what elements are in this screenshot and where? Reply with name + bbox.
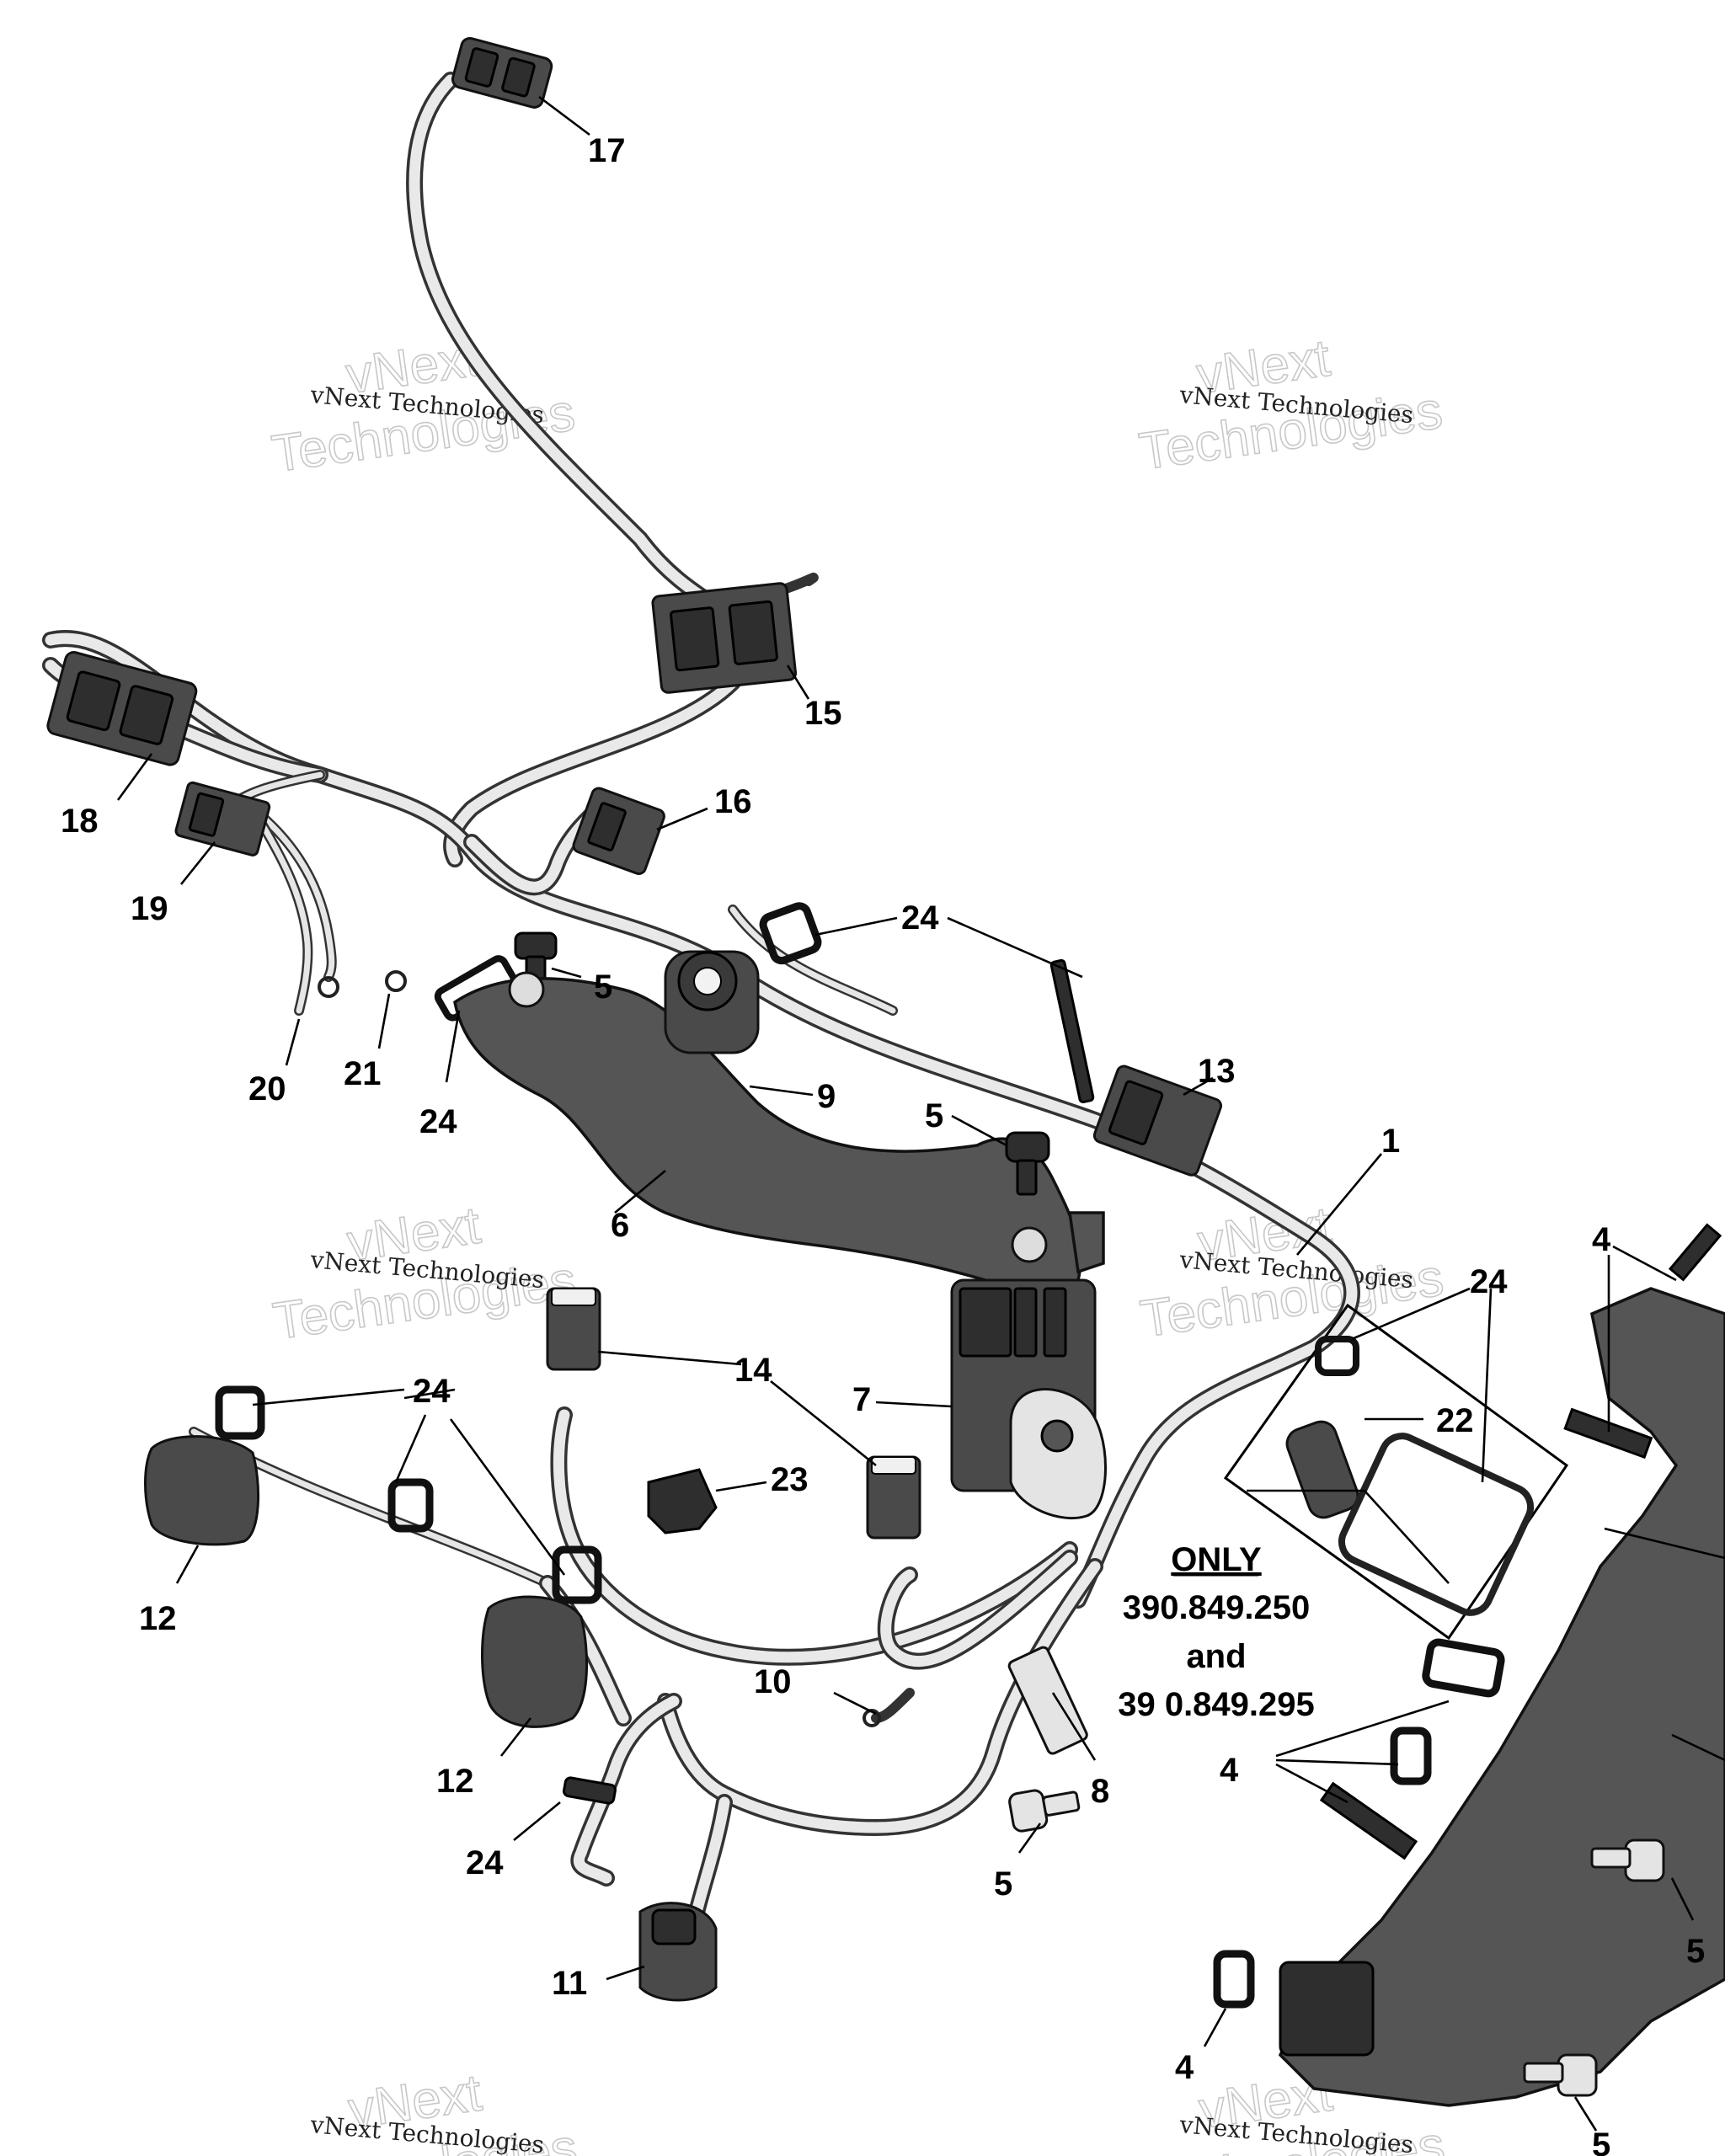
callout-19: 19 (131, 890, 168, 927)
callout-5: 5 (1686, 1933, 1705, 1970)
ecm-connector-7 (950, 1278, 1107, 1520)
callout-21: 21 (344, 1055, 382, 1092)
bolt-5 (1008, 1789, 1081, 1833)
clip-4 (1213, 1950, 1255, 2009)
callout-1: 1 (1381, 1123, 1400, 1160)
callout-24: 24 (1470, 1263, 1508, 1300)
bracket-hole (508, 971, 545, 1008)
connector-16 (572, 787, 665, 875)
callout-24: 24 (901, 899, 939, 937)
splice-8 (1007, 1646, 1088, 1755)
callout-4: 4 (1175, 2049, 1194, 2086)
callout-6: 6 (611, 1207, 629, 1244)
connector-13 (1092, 1065, 1223, 1177)
callout-14: 14 (734, 1352, 772, 1389)
bracket-tab (1067, 1211, 1105, 1274)
callout-17: 17 (588, 132, 626, 169)
bracket-hole (1011, 1226, 1048, 1263)
callout-23: 23 (771, 1461, 809, 1498)
callout-22: 22 (1436, 1402, 1474, 1439)
clip-4 (1390, 1726, 1432, 1785)
callout-5: 5 (994, 1865, 1012, 1903)
note-line-only: ONLY (1171, 1541, 1262, 1578)
callout-12: 12 (139, 1600, 177, 1637)
clip-23 (647, 1468, 718, 1534)
callout-24: 24 (466, 1844, 504, 1881)
tie-strap-4 (1563, 1407, 1653, 1460)
sensor-11 (638, 1902, 718, 2002)
note-line-part-b: 39 0.849.295 (1118, 1686, 1315, 1723)
knock-sensor-9 (664, 950, 760, 1054)
bolt-5 (1590, 1838, 1665, 1882)
callout-5: 5 (594, 969, 612, 1006)
note-line-and: and (1186, 1638, 1246, 1675)
callout-7: 7 (852, 1381, 871, 1418)
kit-box (1223, 1303, 1569, 1641)
callout-24: 24 (419, 1103, 457, 1140)
coil-boot-12-lower (481, 1545, 602, 1728)
tie-strap-4 (1668, 1223, 1722, 1282)
connector-17 (451, 36, 553, 109)
callout-4: 4 (1220, 1752, 1239, 1789)
callout-20: 20 (248, 1070, 286, 1107)
clip-24-lower (562, 1776, 617, 1805)
callout-16: 16 (714, 783, 752, 820)
connector-15 (651, 582, 798, 694)
clip-4 (1422, 1638, 1505, 1698)
callout-4: 4 (1592, 1221, 1611, 1258)
ring-terminal-20 (318, 976, 339, 998)
callout-5: 5 (925, 1097, 943, 1134)
bolt-5 (1523, 2053, 1598, 2097)
callout-11: 11 (552, 1965, 587, 2002)
leader-lines (116, 95, 1725, 2132)
connector-14-lower (866, 1455, 921, 1540)
ring-terminal-21 (385, 970, 407, 992)
bracket-connector (1279, 1961, 1375, 2057)
clip-24 (759, 902, 822, 965)
callout-9: 9 (817, 1078, 836, 1115)
callout-5: 5 (1592, 2127, 1610, 2156)
callouts: 17 15 18 19 16 20 21 24 5 24 9 13 5 1 6 … (61, 132, 1705, 2156)
connector-14-upper (546, 1287, 601, 1371)
callout-10: 10 (754, 1663, 792, 1700)
tie-strap-24-upper (1049, 958, 1095, 1104)
callout-13: 13 (1198, 1053, 1236, 1090)
bracket-6 (453, 977, 1082, 1301)
callout-8: 8 (1091, 1773, 1109, 1810)
callout-15: 15 (804, 695, 842, 732)
callout-18: 18 (61, 803, 99, 840)
connector-19 (174, 781, 271, 857)
coil-boot-12-upper (144, 1385, 265, 1546)
callout-24: 24 (413, 1373, 451, 1410)
bolt-5 (1005, 1131, 1050, 1196)
connector-18 (46, 651, 198, 766)
callout-12: 12 (436, 1763, 474, 1800)
note-line-part-a: 390.849.250 (1123, 1589, 1310, 1626)
kit-note: ONLY 390.849.250 and 39 0.849.295 (1118, 1541, 1315, 1723)
clip-24-rail (387, 1478, 434, 1533)
